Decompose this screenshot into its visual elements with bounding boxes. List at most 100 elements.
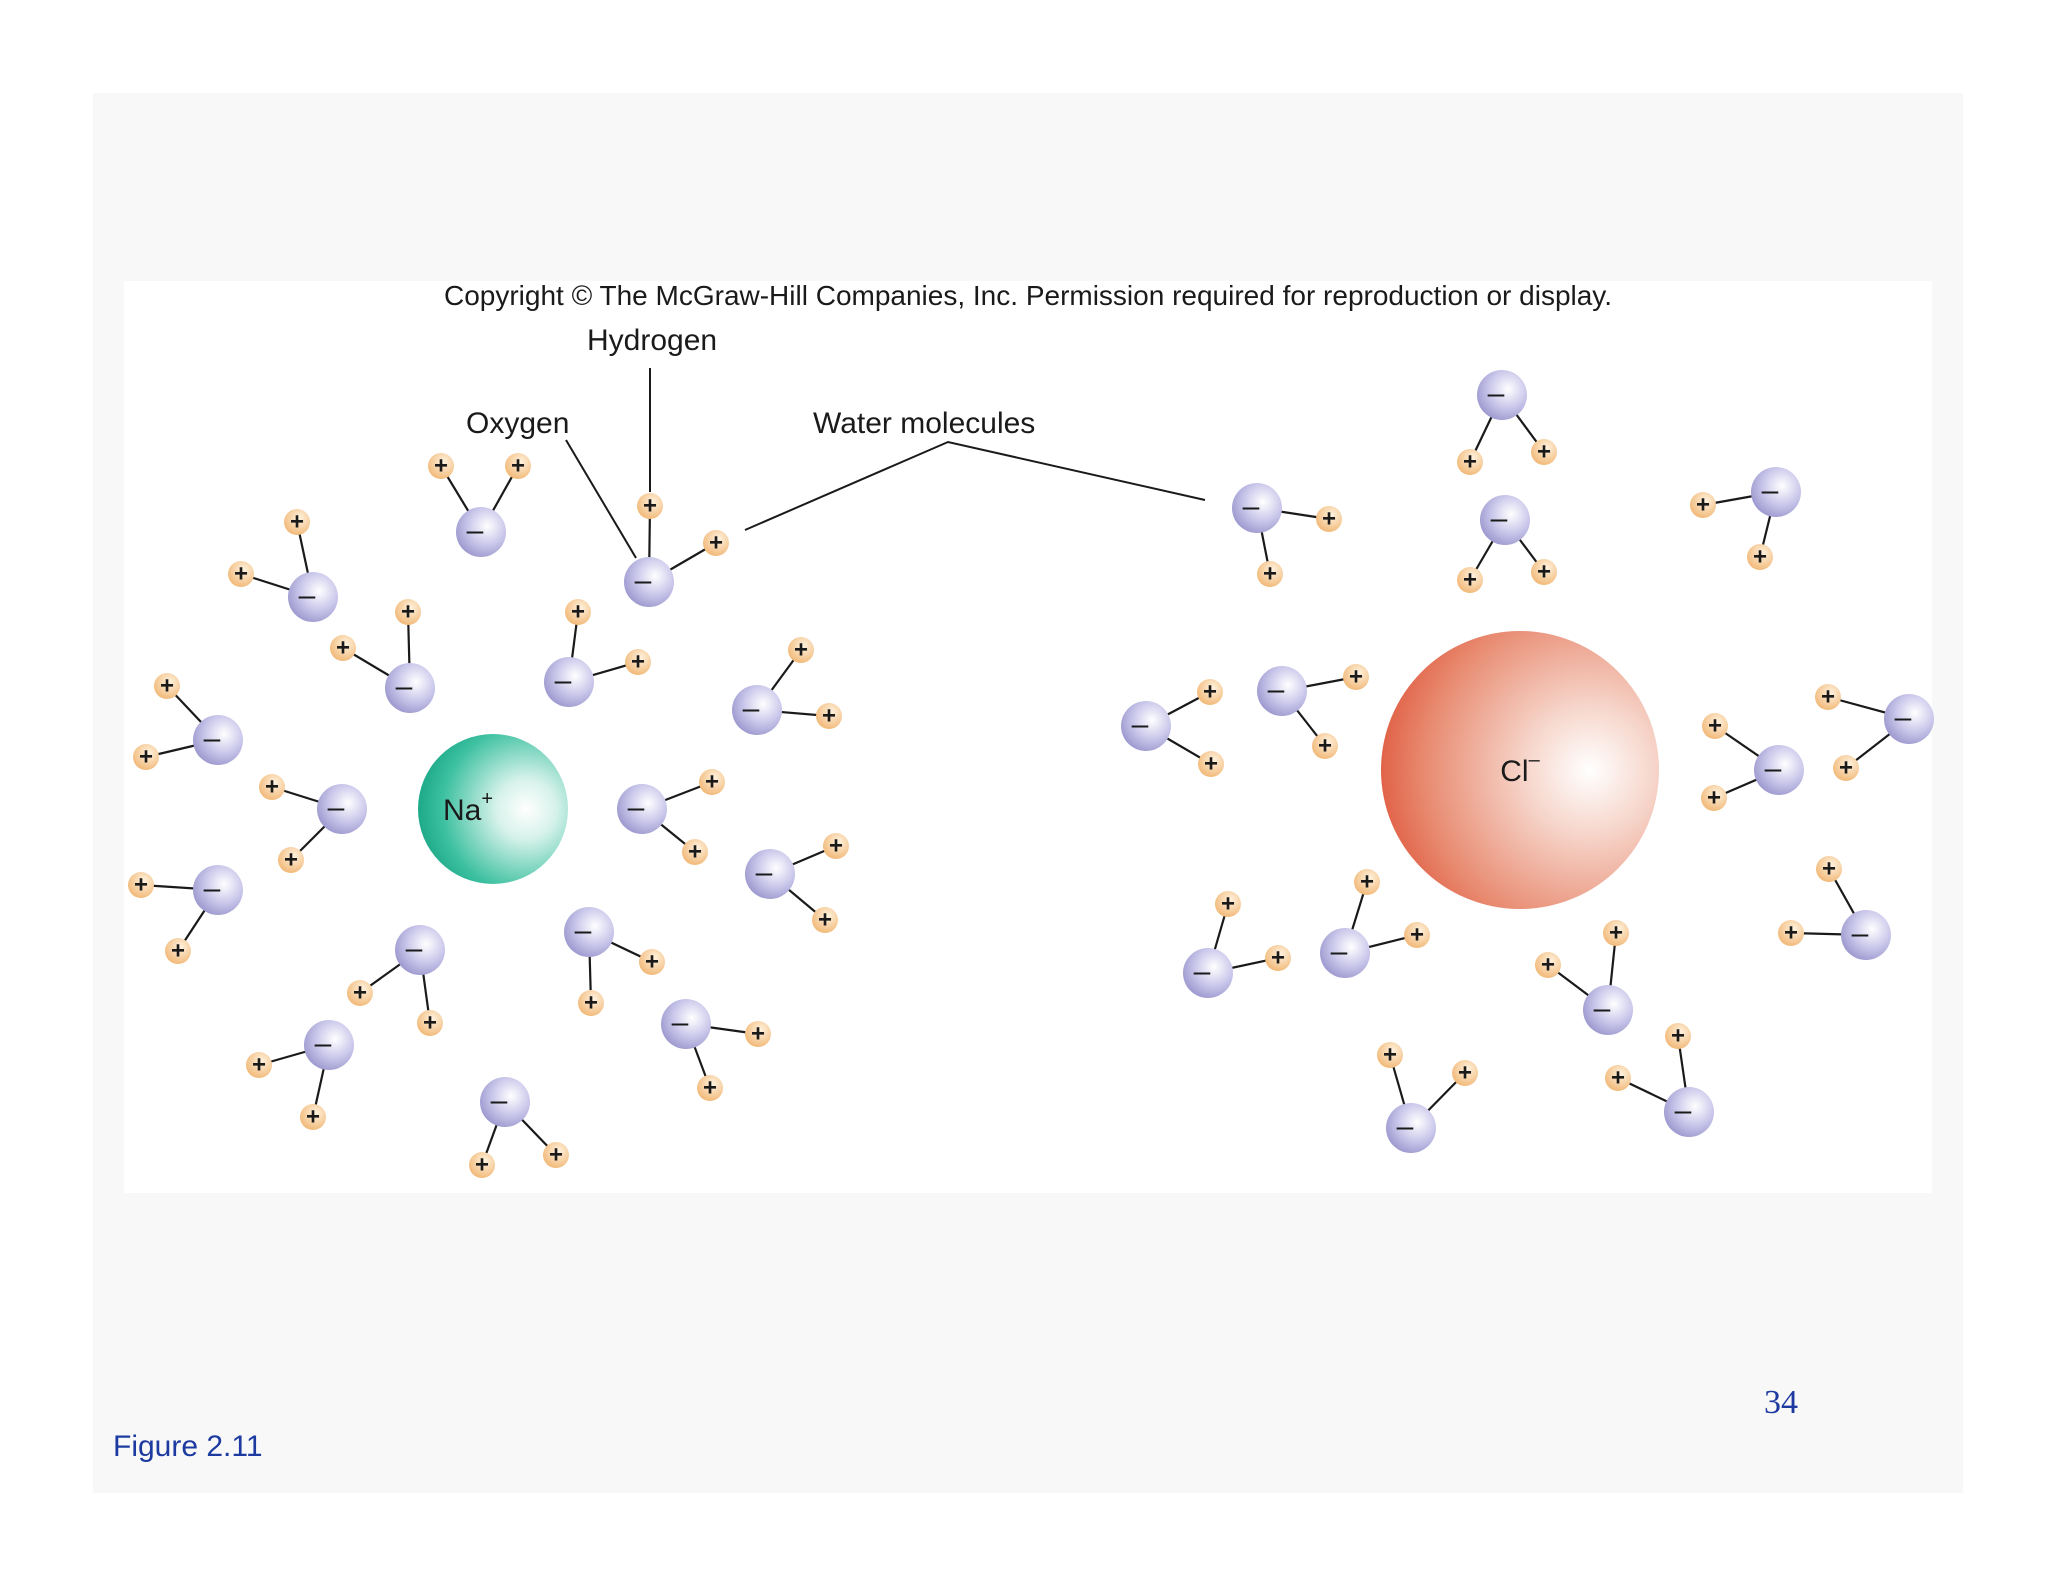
water-molecule: –++: [1457, 370, 1557, 475]
oxygen-atom: [317, 784, 367, 834]
hydrogen-atom: [697, 1075, 723, 1101]
positive-charge-symbol: +: [134, 871, 148, 898]
positive-charge-symbol: +: [401, 598, 415, 625]
hydrogen-atom: [1457, 449, 1483, 475]
hydrogen-atom: [505, 453, 531, 479]
hydrogen-atom: [1778, 920, 1804, 946]
positive-charge-symbol: +: [571, 598, 585, 625]
positive-charge-symbol: +: [822, 702, 836, 729]
negative-charge-symbol: –: [575, 914, 592, 947]
positive-charge-symbol: +: [1537, 438, 1551, 465]
water-molecule: –++: [330, 598, 435, 713]
hydrogen-atom: [1265, 945, 1291, 971]
positive-charge-symbol: +: [252, 1051, 266, 1078]
oxygen-atom: [193, 715, 243, 765]
hydrogen-atom: [639, 949, 665, 975]
hydrogen-atom: [1690, 492, 1716, 518]
negative-charge-symbol: –: [1852, 917, 1869, 950]
hydrogen-atom: [1312, 733, 1338, 759]
positive-charge-symbol: +: [1609, 919, 1623, 946]
oxygen-atom: [1386, 1103, 1436, 1153]
oxygen-atom: [385, 663, 435, 713]
oxygen-atom: [1232, 483, 1282, 533]
hydrogen-atom: [699, 769, 725, 795]
positive-charge-symbol: +: [631, 648, 645, 675]
oxygen-atom: [480, 1077, 530, 1127]
hydrogen-atom: [1316, 506, 1342, 532]
positive-charge-symbol: +: [1322, 505, 1336, 532]
water-molecule: –++: [133, 672, 243, 770]
negative-charge-symbol: –: [406, 932, 423, 965]
hydrogen-atom: [1377, 1042, 1403, 1068]
positive-charge-symbol: +: [1221, 890, 1235, 917]
positive-charge-symbol: +: [1458, 1059, 1472, 1086]
oxygen-atom: [193, 865, 243, 915]
positive-charge-symbol: +: [284, 846, 298, 873]
positive-charge-symbol: +: [705, 768, 719, 795]
page-number: 34: [1764, 1384, 1798, 1421]
positive-charge-symbol: +: [511, 452, 525, 479]
water-molecule: –++: [1778, 855, 1891, 960]
hydrogen-atom: [1257, 561, 1283, 587]
positive-charge-symbol: +: [1696, 491, 1710, 518]
water-molecule: –++: [228, 508, 338, 622]
water-molecule: –++: [1183, 890, 1291, 998]
hydrogen-atom: [284, 509, 310, 535]
hydrogen-atom: [1531, 559, 1557, 585]
positive-charge-symbol: +: [234, 560, 248, 587]
hydrogen-atom: [1404, 922, 1430, 948]
oxygen-atom: [304, 1020, 354, 1070]
negative-charge-symbol: –: [1243, 490, 1260, 523]
positive-charge-symbol: +: [1349, 663, 1363, 690]
positive-charge-symbol: +: [434, 452, 448, 479]
water-molecule: – + +: [544, 598, 651, 707]
sodium-ion-label: Na+: [443, 788, 493, 827]
oxygen-atom: [1751, 467, 1801, 517]
hydrogen-atom: [1665, 1023, 1691, 1049]
hydrogen-atom: [330, 635, 356, 661]
oxygen-atom: [564, 907, 614, 957]
water-molecule: –++: [661, 999, 771, 1101]
positive-charge-symbol: +: [1707, 784, 1721, 811]
hydrogen-atom: [1215, 891, 1241, 917]
negative-charge-symbol: –: [555, 664, 572, 697]
negative-charge-symbol: –: [467, 514, 484, 547]
positive-charge-symbol: +: [1753, 543, 1767, 570]
hydrogen-atom: [745, 1021, 771, 1047]
negative-charge-symbol: –: [299, 579, 316, 612]
negative-charge-symbol: –: [1675, 1094, 1692, 1127]
negative-charge-symbol: –: [1331, 935, 1348, 968]
hydrogen-atom: [1701, 785, 1727, 811]
oxygen-atom: [1257, 666, 1307, 716]
water-molecule: –++: [624, 492, 729, 607]
negative-charge-symbol: –: [1488, 377, 1505, 410]
positive-charge-symbol: +: [584, 989, 598, 1016]
oxygen-atom: [732, 685, 782, 735]
positive-charge-symbol: +: [1204, 750, 1218, 777]
positive-charge-symbol: +: [475, 1151, 489, 1178]
negative-charge-symbol: –: [1765, 752, 1782, 785]
water-molecule: –++: [1257, 663, 1369, 759]
positive-charge-symbol: +: [353, 979, 367, 1006]
hydrogen-atom: [1816, 856, 1842, 882]
hydrogen-atom: [1354, 869, 1380, 895]
positive-charge-symbol: +: [1708, 712, 1722, 739]
positive-charge-symbol: +: [1671, 1022, 1685, 1049]
positive-charge-symbol: +: [1822, 855, 1836, 882]
positive-charge-symbol: +: [265, 773, 279, 800]
positive-charge-symbol: +: [1318, 732, 1332, 759]
water-molecule: –++: [1605, 1022, 1714, 1137]
hydrogen-atom: [1833, 755, 1859, 781]
oxygen-atom: [1664, 1087, 1714, 1137]
hydrogen-atom: [1343, 664, 1369, 690]
hydrogen-atom: [1531, 439, 1557, 465]
positive-charge-symbol: +: [1541, 951, 1555, 978]
water-molecule: –++: [1457, 495, 1557, 593]
oxygen-atom: [745, 849, 795, 899]
hydrogen-atom: [625, 649, 651, 675]
figure-caption: Figure 2.11: [113, 1430, 263, 1463]
negative-charge-symbol: –: [628, 791, 645, 824]
positive-charge-symbol: +: [1383, 1041, 1397, 1068]
positive-charge-symbol: +: [829, 832, 843, 859]
